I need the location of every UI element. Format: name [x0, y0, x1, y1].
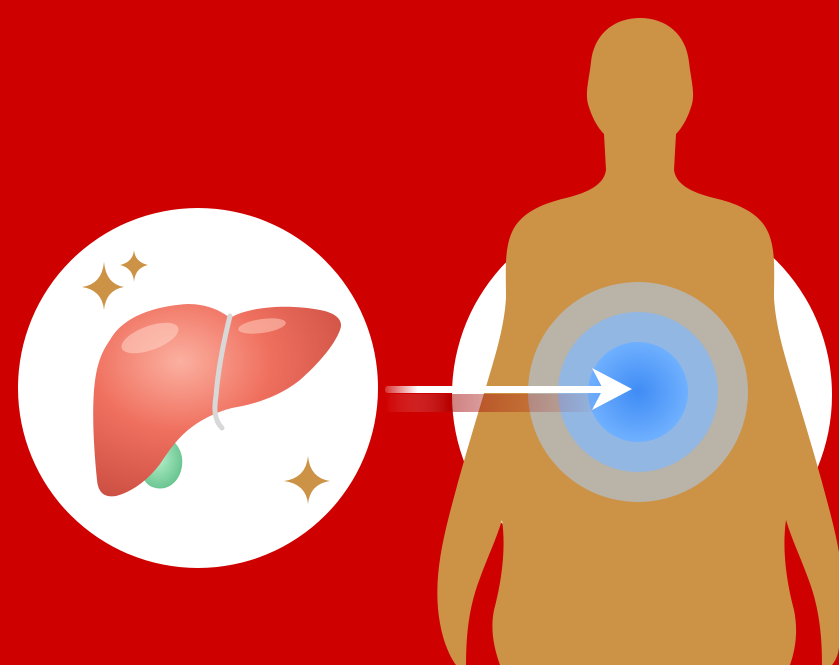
liver-location-illustration — [0, 0, 839, 665]
illustration-canvas — [0, 0, 839, 665]
